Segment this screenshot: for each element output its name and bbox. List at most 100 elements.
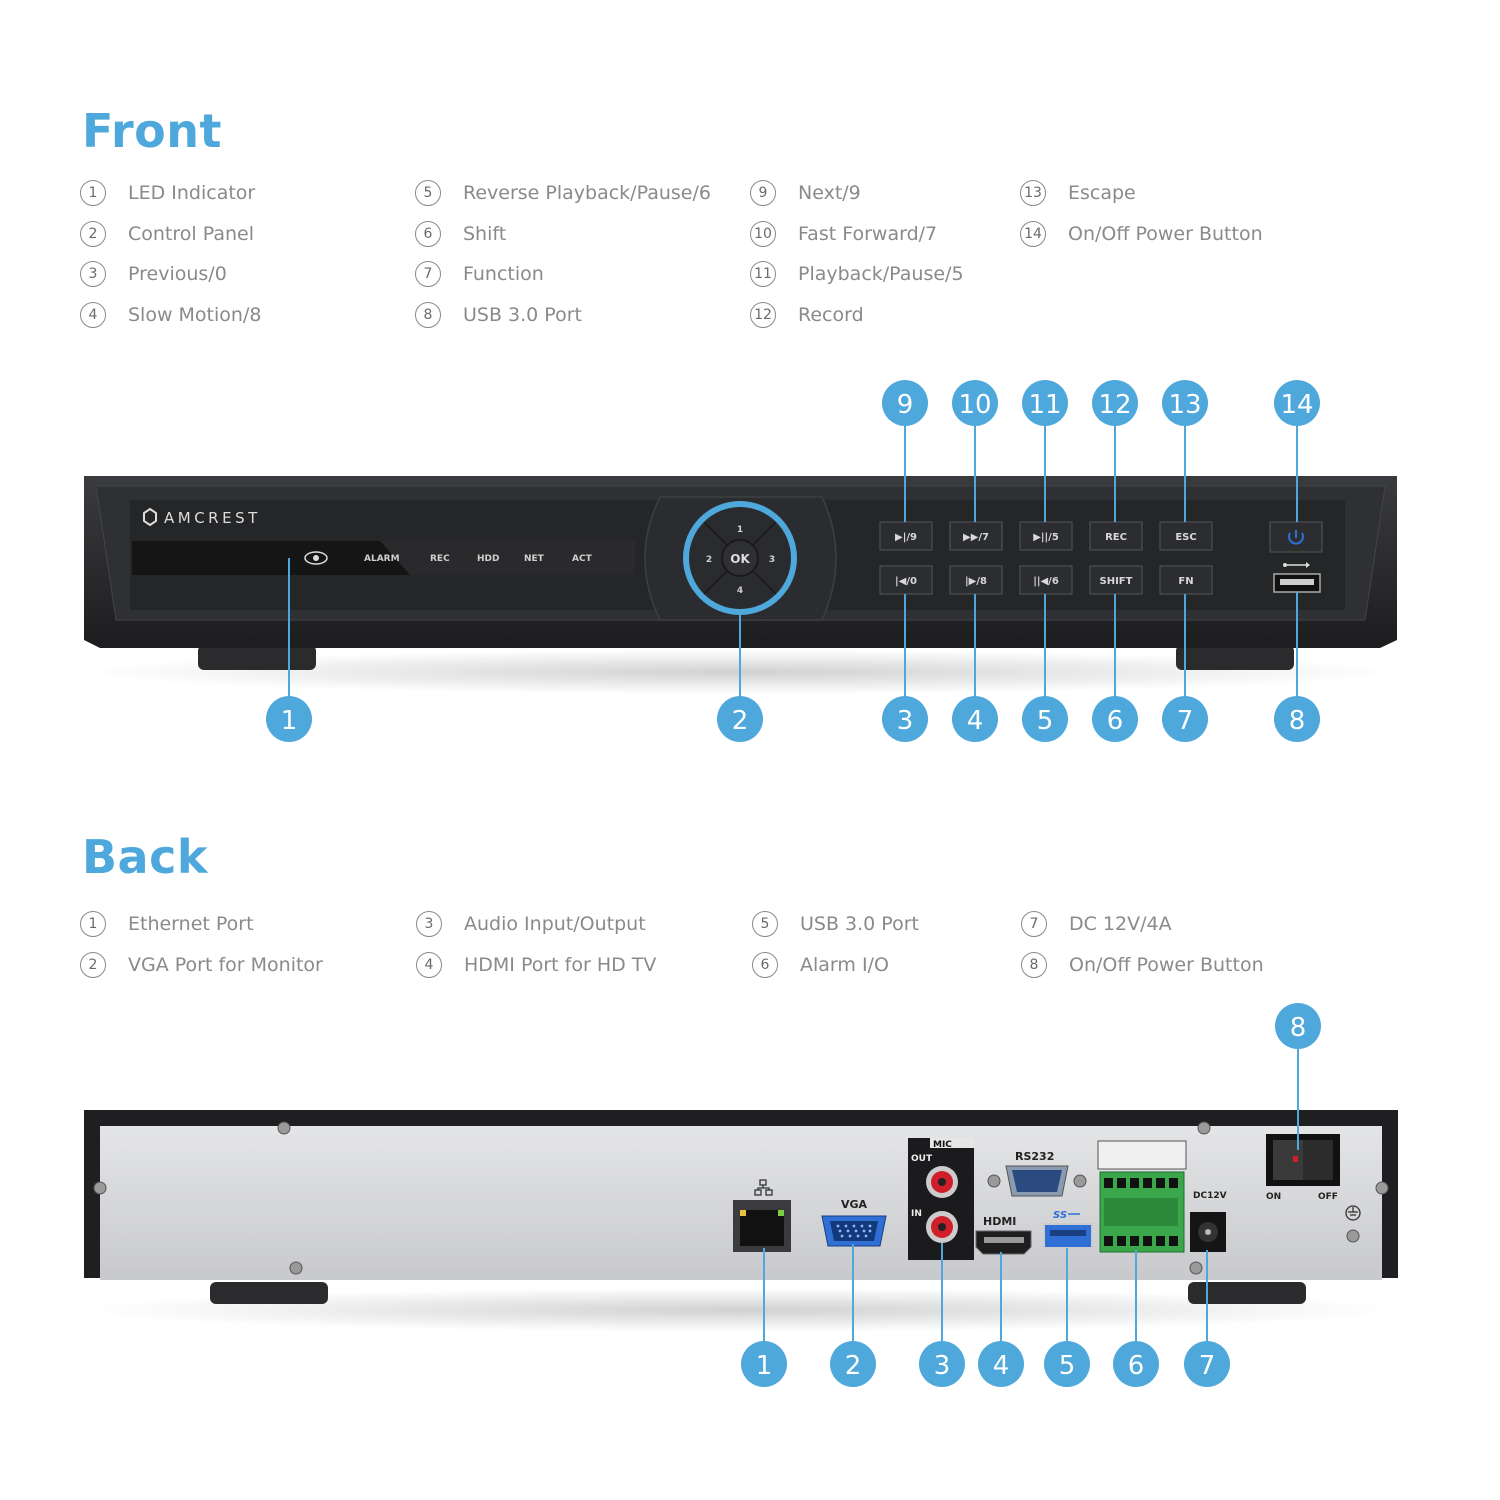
back-title: Back	[82, 830, 208, 884]
svg-text:7: 7	[1199, 1351, 1216, 1381]
led-hdd: HDD	[477, 554, 499, 564]
callout-badge: 5	[1044, 1341, 1090, 1387]
callout-badge: 1	[741, 1341, 787, 1387]
svg-text:12: 12	[1098, 390, 1131, 420]
dc-label: DC12V	[1193, 1191, 1227, 1201]
front-buttons: ▶|/9 ▶▶/7 ▶||/5 REC ESC |◀/0 |▶/8 ||◀/6 …	[879, 521, 1323, 595]
callout-badge: 4	[952, 696, 998, 742]
fast-forward-button[interactable]	[949, 521, 1003, 551]
switch-on-label: ON	[1266, 1192, 1281, 1202]
callout-badge: 8	[1274, 696, 1320, 742]
callout-badge: 2	[717, 696, 763, 742]
callout-badge: 5	[1022, 696, 1068, 742]
back-device: VGA MIC OUT IN RS232	[80, 1110, 1400, 1332]
front-device: AMCREST ALARM REC HDD NET ACT OK 1 2 3 4	[80, 476, 1400, 694]
svg-text:|◀/0: |◀/0	[895, 576, 917, 587]
alarm-io-terminal[interactable]	[1097, 1140, 1187, 1253]
previous-button[interactable]	[879, 565, 933, 595]
hdmi-label: HDMI	[983, 1215, 1016, 1228]
svg-text:5: 5	[1059, 1351, 1076, 1381]
callout-badge: 8	[1275, 1003, 1321, 1049]
svg-text:7: 7	[1177, 706, 1194, 736]
svg-text:6: 6	[1107, 706, 1124, 736]
svg-text:6: 6	[1128, 1351, 1145, 1381]
callout-badge: 6	[1113, 1341, 1159, 1387]
dpad-down[interactable]: 4	[737, 586, 743, 596]
callout-badge: 2	[830, 1341, 876, 1387]
led-net: NET	[524, 554, 545, 564]
dpad-right[interactable]: 3	[769, 555, 775, 565]
record-button[interactable]	[1089, 521, 1143, 551]
callout-badge: 3	[882, 696, 928, 742]
back-callouts	[763, 1048, 1299, 1342]
svg-text:FN: FN	[1178, 576, 1193, 587]
callout-badge: 4	[978, 1341, 1024, 1387]
svg-text:1: 1	[281, 706, 298, 736]
ok-button[interactable]	[721, 539, 759, 577]
hdmi-port[interactable]	[975, 1230, 1032, 1255]
svg-text:14: 14	[1280, 390, 1313, 420]
callout-badge: 7	[1162, 696, 1208, 742]
power-icon	[1288, 530, 1304, 545]
svg-text:9: 9	[897, 390, 914, 420]
callout-badge: 9	[882, 380, 928, 426]
ok-label: OK	[730, 552, 750, 566]
svg-text:11: 11	[1028, 390, 1061, 420]
callout-badge: 1	[266, 696, 312, 742]
ground-icon	[1345, 1205, 1361, 1221]
brand-logo: AMCREST	[143, 507, 257, 527]
front-callouts	[288, 425, 1298, 698]
screws	[93, 1121, 1389, 1275]
svg-text:8: 8	[1290, 1013, 1307, 1043]
svg-text:SHIFT: SHIFT	[1100, 576, 1133, 587]
usb3-port[interactable]	[1043, 1223, 1093, 1249]
svg-text:▶▶/7: ▶▶/7	[963, 532, 989, 543]
playback-pause-button[interactable]	[1019, 521, 1073, 551]
svg-text:5: 5	[1037, 706, 1054, 736]
dpad-left[interactable]: 2	[706, 555, 712, 565]
front-title: Front	[82, 104, 223, 158]
function-button[interactable]	[1159, 565, 1213, 595]
led-indicator: ALARM REC HDD NET ACT	[132, 541, 635, 575]
svg-text:1: 1	[756, 1351, 773, 1381]
usb-icon	[1283, 562, 1310, 568]
escape-button[interactable]	[1159, 521, 1213, 551]
control-panel: OK 1 2 3 4	[644, 496, 837, 621]
mic-label: MIC	[933, 1140, 952, 1150]
ethernet-port[interactable]	[733, 1200, 791, 1252]
callout-badge: 7	[1184, 1341, 1230, 1387]
svg-text:REC: REC	[1105, 532, 1127, 543]
dc-power-port[interactable]	[1190, 1212, 1226, 1252]
next-button[interactable]	[879, 521, 933, 551]
callout-badge: 6	[1092, 696, 1138, 742]
ir-icon	[304, 551, 328, 565]
audio-out-label: OUT	[911, 1154, 933, 1164]
vga-port[interactable]	[821, 1215, 887, 1247]
dpad-up[interactable]: 1	[737, 525, 743, 535]
rs232-port[interactable]	[987, 1165, 1087, 1197]
slow-motion-button[interactable]	[949, 565, 1003, 595]
svg-text:4: 4	[967, 706, 984, 736]
power-switch[interactable]	[1266, 1134, 1340, 1186]
svg-text:|▶/8: |▶/8	[965, 576, 987, 587]
svg-text:3: 3	[934, 1351, 951, 1381]
usb3-icon: SS	[1053, 1210, 1080, 1221]
